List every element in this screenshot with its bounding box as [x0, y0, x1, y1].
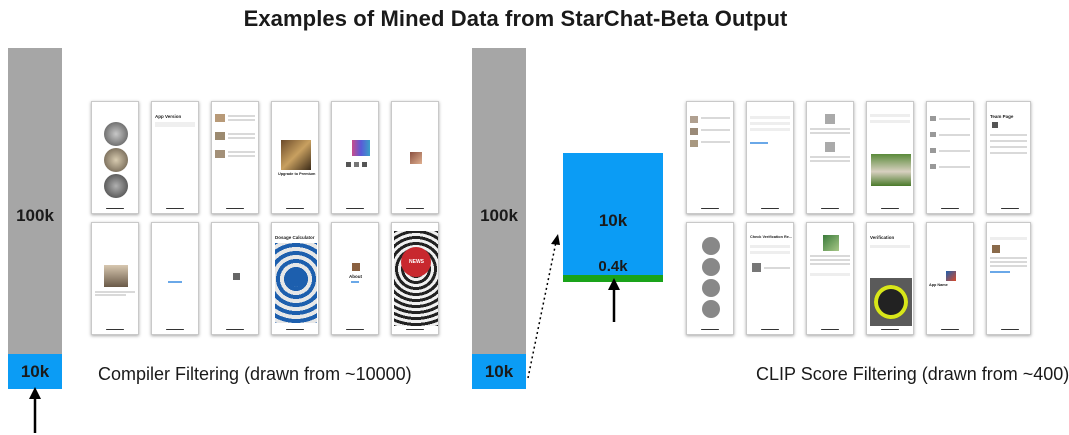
- left-bar-bottom-label: 10k: [20, 362, 50, 381]
- screen-list-thumbs: [211, 101, 259, 214]
- screen-icon-text: [806, 101, 854, 214]
- verification-text: Verification: [870, 235, 895, 240]
- screen-about: About: [331, 222, 379, 335]
- about-text: About: [349, 274, 362, 279]
- screen-verification: Verification: [866, 222, 914, 335]
- right-gray-bar: [472, 48, 526, 354]
- right-blue-bar: [472, 354, 526, 389]
- left-blue-bar: [8, 354, 62, 389]
- right-up-arrow: [608, 278, 620, 322]
- app-name-text: App Name: [929, 283, 948, 287]
- screen-single-image: [391, 101, 439, 214]
- figure-title: Examples of Mined Data from StarChat-Bet…: [243, 6, 788, 31]
- screen-small-icon: [211, 222, 259, 335]
- screen-long-text: [986, 222, 1031, 335]
- dosage-text: Dosage Calculator: [275, 235, 315, 240]
- zoom-bottom-label: 0.4k: [598, 258, 628, 275]
- screen-upgrade-premium: Upgrade to Premium: [271, 101, 319, 214]
- left-up-arrow: [29, 387, 41, 433]
- left-gray-bar: [8, 48, 62, 354]
- dotted-zoom-arrow: [527, 234, 560, 379]
- upgrade-text: Upgrade to Premium: [278, 172, 316, 176]
- screen-app-name: App Name: [926, 222, 974, 335]
- right-caption: CLIP Score Filtering (drawn from ~400): [756, 364, 1069, 384]
- check-verification-text: Check Verification Re...: [750, 235, 792, 239]
- right-bar-top-label: 100k: [480, 206, 518, 225]
- screen-team-page: Team Page: [986, 101, 1031, 214]
- app-version-text: App Version: [155, 114, 182, 119]
- screen-app-version: App Version: [151, 101, 199, 214]
- screen-profile-details: [806, 222, 854, 335]
- screen-check-verification: Check Verification Re...: [746, 222, 794, 335]
- team-page-text: Team Page: [990, 114, 1014, 119]
- left-bar-top-label: 100k: [16, 206, 54, 225]
- screen-dosage-calculator: Dosage Calculator: [271, 222, 319, 335]
- screen-image-circles: [91, 101, 139, 214]
- screen-color-grid: [331, 101, 379, 214]
- news-text: NEWS: [409, 259, 424, 265]
- screen-menu-list: [926, 101, 974, 214]
- right-bar-bottom-label: 10k: [484, 362, 514, 381]
- screen-circle-list: [686, 222, 734, 335]
- screen-blank-link: [151, 222, 199, 335]
- screen-news: NEWS: [391, 222, 439, 335]
- screen-form-fields: [746, 101, 794, 214]
- zoom-green-strip: [563, 275, 663, 282]
- zoom-top-label: 10k: [598, 211, 628, 230]
- left-caption: Compiler Filtering (drawn from ~10000): [98, 364, 412, 384]
- screen-thumb-list: [686, 101, 734, 214]
- screen-house-photo: [866, 101, 914, 214]
- zoom-blue-bar: [563, 153, 663, 275]
- screen-church-image: [91, 222, 139, 335]
